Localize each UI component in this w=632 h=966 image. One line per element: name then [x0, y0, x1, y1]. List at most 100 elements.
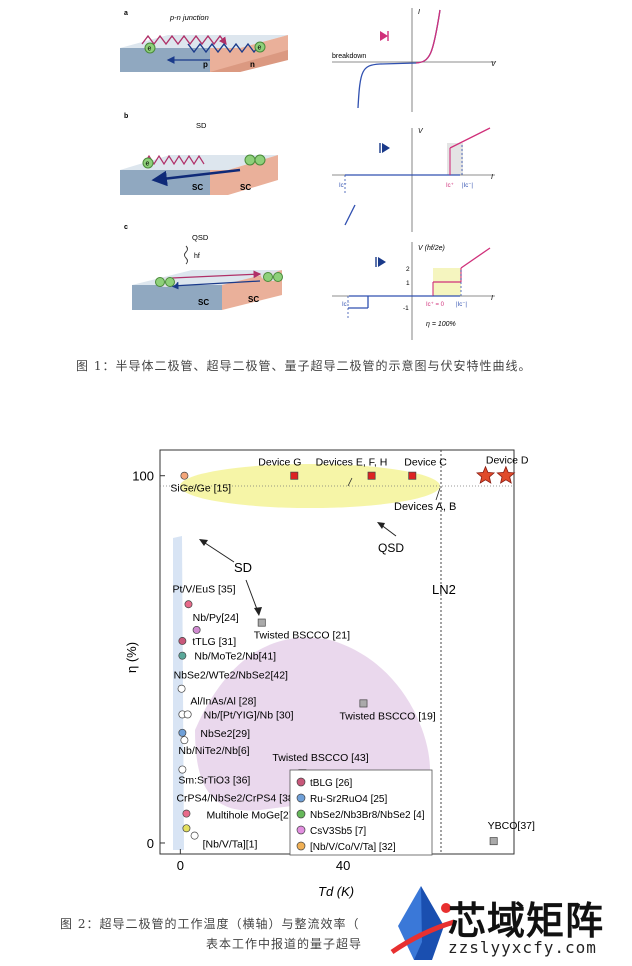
- ybco-37-point: [489, 837, 498, 846]
- panel-c-device: [132, 245, 283, 310]
- legend-item-tblg-26: tBLG [26]: [310, 778, 352, 789]
- panel-b-device: e: [120, 154, 278, 195]
- panel-b-iv-plot: [332, 127, 495, 232]
- panel-c-tick-m1: -1: [403, 305, 409, 312]
- nb-py-24-point: [192, 626, 201, 634]
- sd-arrow-down: [245, 579, 259, 613]
- device-c-label: Device C: [404, 457, 447, 469]
- sm-srtio3-36-label: Sm:SrTiO3 [36]: [178, 775, 250, 787]
- panel-c-hf: hf: [194, 253, 200, 260]
- panel-c-letter: c: [124, 224, 128, 231]
- nbse2-wte2-nbse2-42-point: [177, 684, 186, 693]
- ybco-37-label: YBCO[37]: [488, 820, 535, 832]
- nb-mote2-nb-41-point: [178, 651, 187, 660]
- panel-a-letter: a: [124, 10, 128, 17]
- panel-a-device: e e: [120, 34, 288, 72]
- twisted-bscco-21-point: [257, 618, 266, 627]
- panel-b-title: SD: [196, 121, 207, 130]
- twisted-bscco-19-label: Twisted BSCCO [19]: [339, 710, 435, 722]
- sd-arrow-up: [201, 540, 235, 563]
- watermark: 芯域矩阵 zzslyyxcfy.com: [384, 880, 632, 966]
- panel-c-label-right: SC: [248, 295, 259, 304]
- multihole-moge-27-label: Multihole MoGe[27]: [206, 809, 297, 821]
- chart-ticks: 0 40 0 100: [132, 469, 350, 873]
- figure-2-caption-line2: 表本工作中报道的量子超导: [206, 937, 363, 951]
- sige-ge-15-label: SiGe/Ge [15]: [170, 483, 231, 495]
- devices-e-f-h-point: [367, 471, 376, 480]
- pt-v-eus-35-point: [184, 600, 193, 609]
- x-tick-label: 40: [336, 858, 350, 873]
- legend-item-ru-sr2ruo4-25: Ru-Sr2RuO4 [25]: [310, 794, 387, 805]
- panel-a-label-p: p: [203, 60, 208, 69]
- panel-c-ic-minus: Ic⁻: [342, 302, 350, 308]
- panel-a-axis-i: I: [418, 9, 420, 16]
- y-tick-label: 100: [132, 469, 154, 484]
- nb-nite2-nb-6-point: [180, 736, 189, 745]
- ttlg-31-point: [178, 637, 187, 645]
- sd-region-purple: [195, 637, 430, 811]
- annotation-devices-ab: Devices A, B: [394, 501, 456, 513]
- nb-v-ta-1-label: [Nb/V/Ta][1]: [203, 839, 258, 851]
- panel-c-iv-plot: [332, 242, 495, 340]
- twisted-bscco-21-label: Twisted BSCCO [21]: [254, 630, 350, 642]
- sm-srtio3-36-point: [178, 765, 187, 774]
- watermark-logo: [390, 886, 455, 960]
- panel-b-ic-abs: |Ic⁻|: [462, 183, 473, 189]
- panel-c-axis-v: V (hf/2e): [418, 245, 445, 252]
- panel-c-title: QSD: [192, 233, 209, 242]
- device-g-label: Device G: [258, 457, 301, 469]
- nbse2-29-point: [178, 728, 187, 737]
- svg-text:e: e: [258, 45, 262, 52]
- panel-b-ic-minus: Ic⁻: [339, 183, 347, 189]
- device-d-label: Device D: [486, 455, 529, 467]
- legend-box: [289, 769, 433, 856]
- x-axis-title: Td (K): [318, 884, 354, 899]
- nb-pt-yig-nb-30-label: Nb/[Pt/YIG]/Nb [30]: [204, 709, 294, 721]
- nbse2-29-label: NbSe2[29]: [200, 728, 250, 740]
- nb-nite2-nb-6-label: Nb/NiTe2/Nb[6]: [178, 745, 249, 757]
- device-d-point: [496, 465, 516, 484]
- nb-py-24-label: Nb/Py[24]: [193, 612, 239, 624]
- panel-b-letter: b: [124, 113, 128, 120]
- legend-swatch: [296, 793, 306, 803]
- legend-swatch: [296, 825, 306, 835]
- chart-legend: tBLG [26] Ru-Sr2RuO4 [25] NbSe2/Nb3Br8/NbS…: [289, 769, 433, 856]
- devices-efh-leader: [347, 477, 353, 487]
- panel-c-tick-1: 1: [406, 280, 410, 287]
- multihole-moge-27-point: [182, 824, 191, 833]
- pt-v-eus-35-label: Pt/V/EuS [35]: [172, 583, 235, 595]
- devices-ab-leader: [435, 487, 441, 501]
- device-g-point: [290, 471, 299, 480]
- sd-arrow-down-head: [254, 607, 262, 616]
- panel-c-ic-zero: Ic⁺ = 0: [426, 301, 445, 308]
- annotation-qsd: QSD: [378, 541, 404, 555]
- y-axis-title: η (%): [124, 642, 139, 673]
- figure-2-caption-line1: 图 2：超导二极管的工作温度（横轴）与整流效率（: [60, 917, 360, 931]
- figure-1-drawing: e e a p-n junction p n breakdown I V: [120, 8, 497, 340]
- legend-swatch: [296, 777, 306, 787]
- panel-c-eta: η = 100%: [426, 321, 456, 328]
- panel-c-label-left: SC: [198, 298, 209, 307]
- panel-b-label-left: SC: [192, 183, 203, 192]
- annotation-ln2: LN2: [432, 582, 456, 597]
- panel-c-tick-2: 2: [406, 266, 410, 273]
- svg-text:e: e: [146, 161, 150, 168]
- nb-mote2-nb-41-label: Nb/MoTe2/Nb[41]: [194, 651, 276, 663]
- twisted-bscco-43-label: Twisted BSCCO [43]: [272, 752, 368, 764]
- nbse2-wte2-nbse2-42-label: NbSe2/WTe2/NbSe2[42]: [174, 670, 288, 682]
- twisted-bscco-19-point: [359, 699, 368, 708]
- x-tick-label: 0: [177, 858, 184, 873]
- y-tick-label: 0: [147, 836, 154, 851]
- nb-pt-yig-nb-30-point: [183, 710, 192, 719]
- chart-marks: [177, 465, 516, 846]
- efficiency-vs-temperature-chart: SiGe/Ge [15]Pt/V/EuS [35]Nb/Py[24]tTLG […: [124, 449, 535, 899]
- legend-item-nbse2-nb3br8-nbse2-4: NbSe2/Nb3Br8/NbSe2 [4]: [310, 810, 425, 821]
- panel-c-axis-i: I: [491, 295, 493, 302]
- panel-c-ic-abs: |Ic⁻|: [456, 302, 467, 308]
- crps4-nbse2-crps4-38-label: CrPS4/NbSe2/CrPS4 [38]: [176, 793, 296, 805]
- legend-swatch: [296, 809, 306, 819]
- crps4-nbse2-crps4-38-point: [182, 809, 191, 818]
- sd-arrow-up-head: [199, 539, 208, 546]
- devices-a-b-point: [476, 465, 496, 484]
- panel-b-axis-i: I: [491, 174, 493, 181]
